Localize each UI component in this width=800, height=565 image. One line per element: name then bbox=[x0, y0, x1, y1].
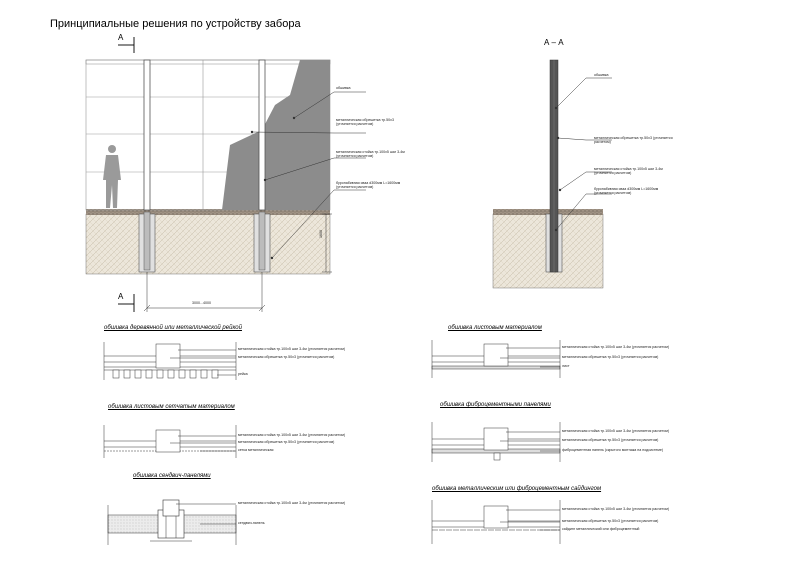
detail-4-label-lathing: металлическая обрешетка тр.50х3 (уточняе… bbox=[562, 355, 659, 359]
detail-2-label-post: металлическая стойка тр.100х5 шаг 3-4м (… bbox=[238, 433, 346, 437]
detail-mesh bbox=[103, 425, 237, 458]
detail-5-label-panel: фиброцементная панель (скрытого монтажа … bbox=[562, 448, 664, 452]
elevation-label-pile: буронабивная сваа d300мм L=1600мм (уточн… bbox=[336, 181, 401, 189]
detail-6-label-lathing: металлическая обрешетка тр.50х3 (уточняе… bbox=[562, 519, 659, 523]
dim-depth: 1600 bbox=[319, 230, 323, 238]
section-mark-top: А bbox=[118, 33, 124, 42]
detail-6-label-siding: сайдинг металлический или фиброцементный bbox=[562, 527, 640, 531]
person-silhouette-icon bbox=[103, 145, 121, 208]
detail-sandwich bbox=[107, 499, 237, 545]
detail-1-label-slat: рейка bbox=[238, 372, 248, 376]
section-label-lathing: металлическая обрешетка тр.50х3 (уточняе… bbox=[594, 136, 673, 144]
detail-4-label-post: металлическая стойка тр.100х5 шаг 3-4м (… bbox=[562, 345, 670, 349]
detail-3-label-post: металлическая стойка тр.100х5 шаг 3-4м (… bbox=[238, 501, 346, 505]
detail-title-2: обшивка листовым сетчатым материалом bbox=[108, 404, 235, 410]
elevation-label-post: металлическая стойка тр.100х5 шаг 3-4м (… bbox=[336, 150, 405, 158]
section-label-pile: буронабивная сваа d300мм L=1600мм (уточн… bbox=[594, 187, 659, 195]
detail-title-6: обшивка металлическим или фиброцементным… bbox=[432, 486, 602, 492]
section-label-post: металлическая стойка тр.100х5 шаг 3-4м (… bbox=[594, 167, 663, 175]
detail-2-label-lathing: металлическая обрешетка тр.50х3 (уточняе… bbox=[238, 440, 335, 444]
detail-title-5: обшивка фиброцементными панелями bbox=[440, 402, 551, 408]
detail-5-label-lathing: металлическая обрешетка тр.50х3 (уточняе… bbox=[562, 438, 659, 442]
fence-elevation bbox=[85, 37, 366, 312]
section-mark-bottom: А bbox=[118, 292, 124, 301]
detail-title-4: обшивка листовым материалом bbox=[448, 325, 542, 331]
detail-6-label-post: металлическая стойка тр.100х5 шаг 3-4м (… bbox=[562, 507, 670, 511]
detail-3-label-panel: сендвич-панель bbox=[238, 521, 265, 525]
elevation-label-lathing: металлическая обрешетка тр.50х3 (уточняе… bbox=[336, 118, 394, 126]
detail-title-3: обшивка сендвич-панелями bbox=[133, 473, 211, 479]
fence-section bbox=[492, 59, 612, 289]
detail-4-label-sheet: лист bbox=[562, 364, 570, 368]
detail-title-1: обшивка деревянной или металлической рей… bbox=[104, 325, 242, 331]
dim-span: 3000...4000 bbox=[192, 301, 211, 305]
page-title: Принципиальные решения по устройству заб… bbox=[50, 18, 301, 30]
elevation-label-cladding: обшивка bbox=[336, 86, 351, 90]
section-title: А – А bbox=[544, 38, 564, 47]
detail-2-label-mesh: сетка металлическая bbox=[238, 448, 274, 452]
detail-1-label-lathing: металлическая обрешетка тр.50х3 (уточняе… bbox=[238, 355, 335, 359]
detail-5-label-post: металлическая стойка тр.100х5 шаг 3-4м (… bbox=[562, 429, 670, 433]
detail-fiber-panel bbox=[431, 422, 561, 462]
section-label-cladding: обшивка bbox=[594, 73, 609, 77]
detail-wood-slat bbox=[103, 342, 237, 380]
detail-siding bbox=[431, 500, 561, 544]
detail-1-label-post: металлическая стойка тр.100х5 шаг 3-4м (… bbox=[238, 347, 346, 351]
detail-sheet bbox=[431, 340, 561, 378]
